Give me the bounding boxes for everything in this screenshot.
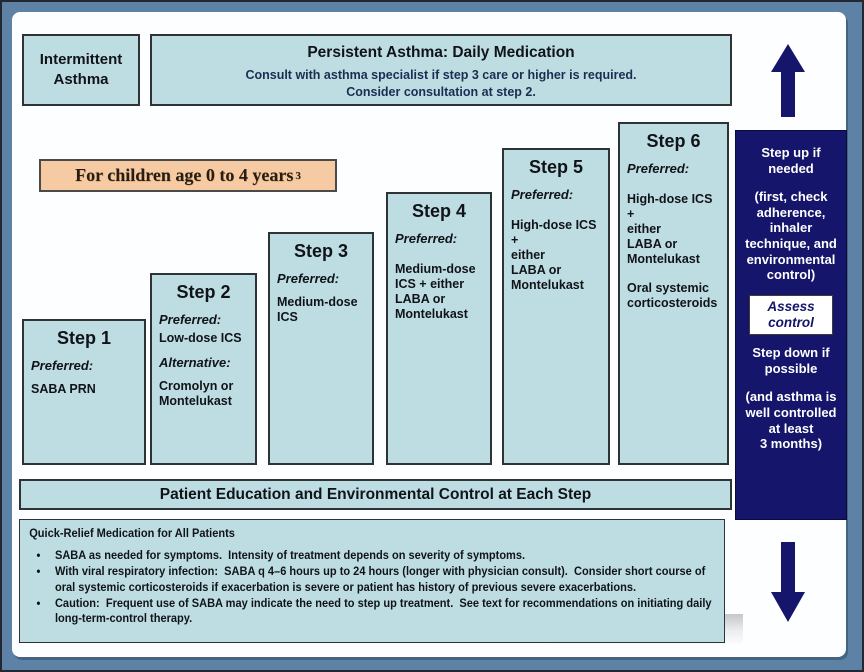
step-up-arrow-icon (771, 44, 805, 117)
step-6-preferred-label: Preferred: (627, 161, 690, 176)
step-down-arrow-icon (771, 542, 805, 622)
step-5-preferred-label: Preferred: (511, 187, 574, 202)
quick-relief-box: Quick-Relief Medication for All Patients… (19, 519, 725, 643)
step-6-title: Step 6 (646, 131, 701, 151)
step-1-box: Step 1 Preferred: SABA PRN (22, 319, 146, 465)
quick-relief-title: Quick-Relief Medication for All Patients (29, 526, 235, 540)
step-up-text: Step up if needed (761, 145, 821, 176)
step-6-box: Step 6 Preferred: High-dose ICS + either… (618, 122, 729, 465)
step-2-box: Step 2 Preferred: Low-dose ICS Alternati… (150, 273, 257, 465)
step-2-preferred-text: Low-dose ICS (159, 331, 242, 345)
step-5-box: Step 5 Preferred: High-dose ICS + either… (502, 148, 610, 465)
step-3-box: Step 3 Preferred: Medium-dose ICS (268, 232, 374, 465)
step-6-preferred-text: High-dose ICS + either LABA or Monteluka… (627, 192, 713, 266)
step-1-preferred-text: SABA PRN (31, 382, 96, 396)
step-2-preferred-label: Preferred: (159, 312, 222, 327)
quick-relief-content: Quick-Relief Medication for All Patients… (20, 526, 724, 627)
intermittent-asthma-box: Intermittent Asthma (22, 34, 140, 106)
step-2-alternative-text: Cromolyn or Montelukast (159, 379, 234, 408)
persistent-title: Persistent Asthma: Daily Medication (307, 44, 575, 61)
step-2-alternative-label: Alternative: (159, 355, 231, 370)
assess-control-box: Assess control (749, 294, 833, 336)
step-4-box: Step 4 Preferred: Medium-dose ICS + eith… (386, 192, 492, 465)
persistent-note: Consult with asthma specialist if step 3… (245, 68, 637, 99)
step-1-title: Step 1 (56, 328, 112, 348)
step-down-text: Step down if possible (752, 345, 830, 376)
step-3-preferred-text: Medium-dose ICS (277, 295, 358, 324)
step-5-preferred-text: High-dose ICS + either LABA or Monteluka… (511, 218, 597, 292)
step-3-title: Step 3 (293, 241, 349, 261)
step-4-title: Step 4 (411, 201, 467, 221)
step-adjustment-panel: Step up if needed (first, check adherenc… (735, 130, 847, 520)
step-up-note: (first, check adherence, inhaler techniq… (745, 189, 837, 283)
step-5-title: Step 5 (528, 157, 584, 177)
age-group-superscript: 3 (295, 169, 301, 182)
quick-relief-bullet-1: SABA as needed for symptoms. Intensity o… (20, 548, 724, 564)
patient-education-bar: Patient Education and Environmental Cont… (19, 479, 732, 510)
step-4-preferred-text: Medium-dose ICS + either LABA or Montelu… (395, 262, 476, 321)
step-3-preferred-label: Preferred: (277, 271, 340, 286)
step-down-note: (and asthma is well controlled at least … (745, 389, 837, 452)
step-4-preferred-label: Preferred: (395, 231, 458, 246)
step-6-extra-text: Oral systemic corticosteroids (627, 281, 718, 310)
quick-relief-bullet-3: Caution: Frequent use of SABA may indica… (20, 596, 724, 627)
persistent-asthma-header: Persistent Asthma: Daily Medication Cons… (150, 34, 732, 106)
step-1-preferred-label: Preferred: (31, 358, 94, 373)
age-group-text: For children age 0 to 4 years (75, 165, 294, 185)
step-2-title: Step 2 (176, 282, 231, 302)
quick-relief-bullet-2: With viral respiratory infection: SABA q… (20, 564, 724, 595)
